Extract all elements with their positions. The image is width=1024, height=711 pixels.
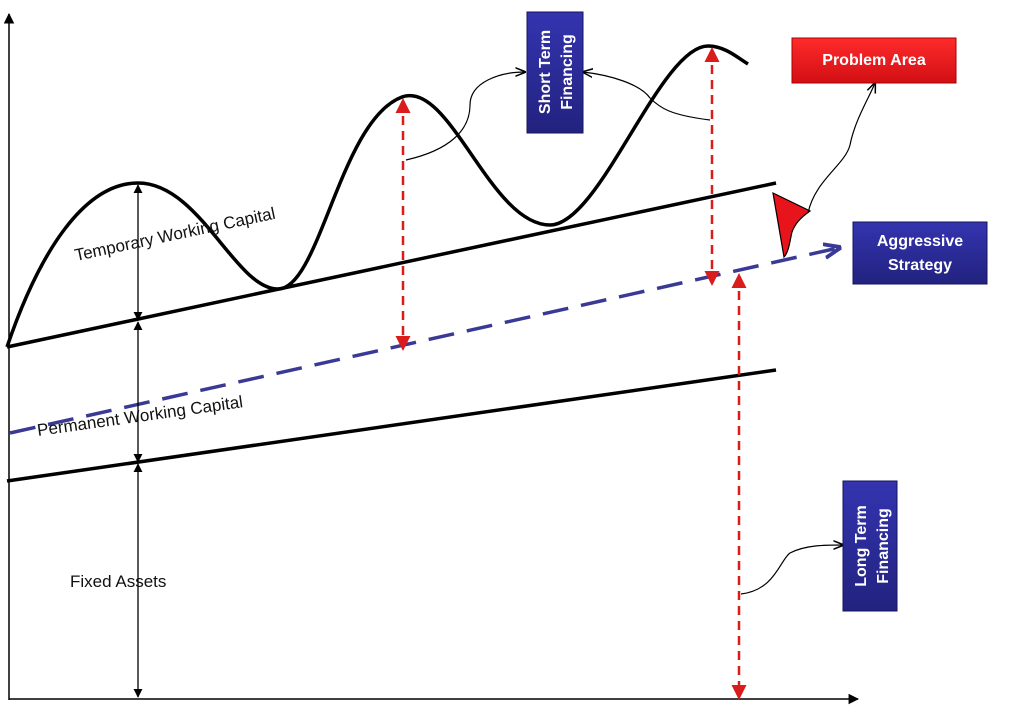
temporary-working-capital-label: Temporary Working Capital <box>73 204 277 265</box>
connector-to-long-term <box>740 545 843 595</box>
short-term-financing-line1: Short Term <box>537 30 554 114</box>
connector-to-short-term-left <box>405 72 525 161</box>
problem-area-shape <box>772 191 812 259</box>
fixed-assets-label: Fixed Assets <box>70 572 166 591</box>
problem-area-label: Problem Area <box>822 52 926 69</box>
problem-area-box: Problem Area <box>791 37 957 84</box>
aggressive-strategy-line1: Aggressive <box>877 233 963 250</box>
permanent-working-capital-label: Permanent Working Capital <box>36 392 244 440</box>
short-term-financing-line2: Financing <box>559 34 576 110</box>
aggressive-strategy-line2: Strategy <box>888 257 952 274</box>
long-term-financing-line1: Long Term <box>853 505 870 586</box>
aggressive-strategy-box: Aggressive Strategy <box>852 221 988 285</box>
long-term-financing-line2: Financing <box>875 508 892 584</box>
permanent-working-capital-line <box>6 181 777 349</box>
aggressive-strategy-line <box>9 248 838 435</box>
temporary-working-capital-curve <box>5 44 749 348</box>
long-term-financing-box: Long Term Financing <box>842 480 898 612</box>
connector-to-problem-area <box>807 83 875 214</box>
connector-to-short-term-right <box>583 72 711 121</box>
short-term-financing-box: Short Term Financing <box>526 11 584 134</box>
